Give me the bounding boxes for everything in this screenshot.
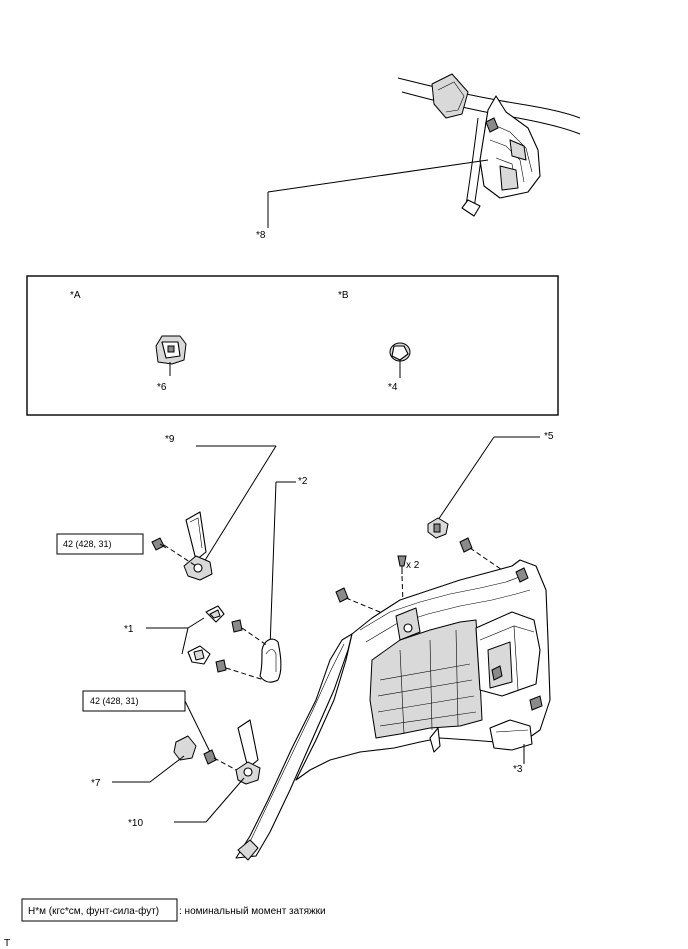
clip-upper xyxy=(205,605,225,623)
callout-7: *7 xyxy=(91,778,101,789)
cover-part-6 xyxy=(155,335,187,376)
screw-b xyxy=(215,659,227,673)
leader-2 xyxy=(269,481,277,649)
seat-belt-anchor-9 xyxy=(183,511,213,581)
legend-unit-text: Н*м (кгс*см, фунт-сила-фут) xyxy=(28,905,159,917)
callout-8: *8 xyxy=(256,230,266,241)
quarter-trim-panel-3 xyxy=(235,559,551,861)
roof-pillar-assembly xyxy=(397,73,581,217)
callout-9: *9 xyxy=(165,434,175,445)
grip-axis-1 xyxy=(241,627,269,647)
bolt-upper xyxy=(151,537,167,551)
callout-10: *10 xyxy=(128,818,143,829)
torque-spec-upper: 42 (428, 31) xyxy=(63,539,112,549)
legend-description: : номинальный момент затяжки xyxy=(179,906,326,917)
grip-axis-2 xyxy=(225,667,265,681)
bolt-lower xyxy=(203,749,217,765)
leader-5 xyxy=(437,436,495,521)
leader-8 xyxy=(267,159,489,193)
screw-a xyxy=(231,619,243,633)
clip-lower xyxy=(187,645,211,665)
callout-4: *4 xyxy=(388,382,398,393)
cover-part-7 xyxy=(173,735,197,761)
callout-6: *6 xyxy=(157,382,167,393)
bolt-axis-upper xyxy=(163,544,197,567)
leader-1-up xyxy=(187,617,205,629)
callout-A: *A xyxy=(70,290,81,301)
seat-belt-anchor-10 xyxy=(235,719,261,785)
clip-part-5 xyxy=(427,517,449,539)
leader-torque-lower xyxy=(184,700,213,757)
callout-3: *3 xyxy=(513,764,523,775)
torque-box-upper xyxy=(56,533,144,555)
leader-1-down xyxy=(181,627,189,655)
corner-mark: T xyxy=(4,938,10,949)
quantity-label: x 2 xyxy=(406,560,420,571)
callout-2: *2 xyxy=(298,476,308,487)
leader-10 xyxy=(205,777,245,823)
callout-B: *B xyxy=(338,290,349,301)
cap-part-4 xyxy=(389,342,411,378)
leader-9 xyxy=(203,445,277,563)
assist-grip-2 xyxy=(259,638,282,683)
screw-x2 xyxy=(397,555,407,574)
detail-view-box xyxy=(26,275,559,416)
callout-1: *1 xyxy=(124,624,134,635)
screw-c xyxy=(459,537,473,553)
legend-unit-box xyxy=(21,898,178,922)
callout-5: *5 xyxy=(544,431,554,442)
screw-d xyxy=(335,587,349,603)
torque-spec-lower: 42 (428, 31) xyxy=(90,696,139,706)
leader-7 xyxy=(149,755,185,783)
